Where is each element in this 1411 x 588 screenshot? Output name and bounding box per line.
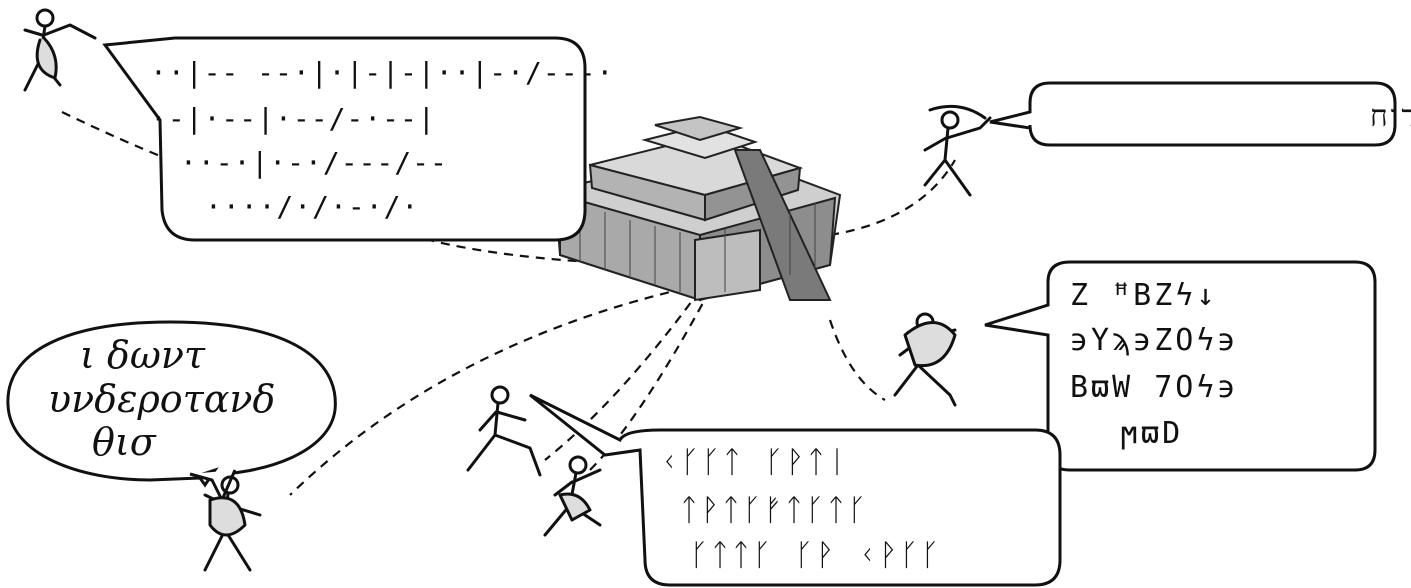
runic-speech-bubble: ᚲᚴᚴᛏ ᚴᚹᛏᛁ ᛏᚹᛏᚴᚠᛏᚴᛏᚴ ᚴᛏᛏᚴ ᚴᚹ ᚲᚹᚴᚴ (529, 393, 1062, 587)
connector-tower-to-greek (289, 283, 701, 496)
phoenician-speech-bubble: Z ꟸBZϟ↓ ϶Yϡ϶ZOϟ϶ BϖW 7Oϟ϶ ϻϖD (984, 260, 1377, 472)
runner-greek (203, 475, 262, 572)
greek-speech-bubble: ι δωντ υνδεροτανδ θισ (6, 320, 337, 504)
connector-tower-to-runner-b (589, 289, 711, 471)
phoenician-line-1: Z ꟸBZϟ↓ (1070, 278, 1217, 313)
runner-phoenician (893, 312, 957, 407)
hebrew-text: גנד־ו־אמא דוח (1370, 99, 1411, 134)
runic-line-2: ᛏᚹᛏᚴᚠᛏᚴᛏᚴ (680, 493, 869, 528)
runic-line-1: ᚲᚴᚴᛏ ᚴᚹᛏᛁ (660, 445, 849, 480)
phoenician-line-2: ϶Yϡ϶ZOϟ϶ (1070, 323, 1239, 358)
morse-line-2: ·-|·--|·--/-·--| (150, 102, 436, 135)
greek-line-1: ι δωντ (80, 333, 206, 377)
runner-runic-a (466, 385, 542, 477)
greek-line-3: θισ (92, 420, 157, 464)
connector-tower-to-hebrew (829, 159, 956, 237)
phoenician-line-3: BϖW 7Oϟ϶ (1070, 370, 1239, 405)
morse-line-1: ··|-- --·|·|-|-|··|-·/---· (150, 56, 614, 89)
runner-runic-b (543, 455, 602, 537)
morse-speech-bubble: ··|-- --·|·|-|-|··|-·/---· ·-|·--|·--/-·… (102, 36, 614, 242)
connector-tower-to-runner-a (544, 289, 701, 461)
runner-hebrew (923, 104, 992, 197)
ziggurat-tower (553, 115, 842, 302)
morse-line-3: ··-·|·-·/---/-- (180, 146, 448, 179)
connector-lines (61, 111, 956, 496)
greek-line-2: υνδεροτανδ (48, 377, 275, 421)
runic-line-3: ᚴᛏᛏᚴ ᚴᚹ ᚲᚹᚴᚴ (690, 538, 942, 573)
phoenician-line-4: ϻϖD (1120, 416, 1183, 451)
hebrew-speech-bubble: גנד־ו־אמא דוח (989, 81, 1411, 147)
morse-line-4: ····/·/·-·/· (205, 190, 419, 223)
runner-top-left (23, 8, 97, 92)
connector-tower-to-phoenician (828, 319, 886, 401)
